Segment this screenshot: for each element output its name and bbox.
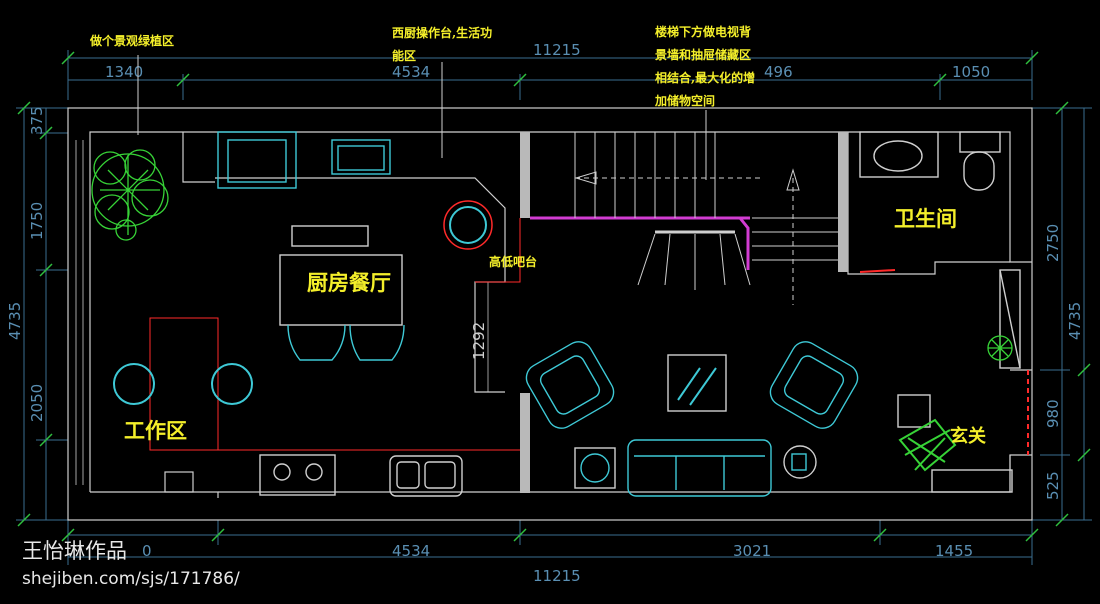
note-stair-3: 相结合,最大化的增 — [655, 70, 755, 85]
room-work-area: 工作区 — [124, 418, 187, 443]
dim-right-3: 525 — [1044, 471, 1062, 500]
dim-right-2: 980 — [1044, 399, 1062, 428]
annotation-leaders — [137, 55, 707, 180]
furniture — [113, 131, 1021, 497]
dim-top-total: 11215 — [533, 41, 581, 59]
entrance-decor-icon — [898, 418, 957, 472]
dimension-ticks — [17, 51, 1091, 542]
entrance-plant-icon — [987, 335, 1013, 361]
dim-top-2: 4534 — [392, 63, 430, 81]
plant-icon — [91, 149, 169, 241]
note-stair-2: 景墙和抽屉储藏区 — [655, 47, 751, 62]
room-bathroom: 卫生间 — [894, 206, 957, 231]
dim-bottom-2: 4534 — [392, 542, 430, 560]
wall-blocks — [520, 132, 848, 493]
note-green-planting: 做个景观绿植区 — [89, 33, 174, 48]
dim-bottom-3: 3021 — [733, 542, 771, 560]
dim-bottom-4: 1455 — [935, 542, 973, 560]
dim-left-total: 4735 — [6, 302, 24, 340]
note-bar: 高低吧台 — [489, 254, 537, 269]
room-entrance: 玄关 — [950, 425, 986, 447]
red-lines — [149, 218, 1029, 455]
dim-top-4: 1050 — [952, 63, 990, 81]
note-west-kitchen-2: 能区 — [392, 48, 416, 63]
note-stair-4: 加储物空间 — [654, 93, 715, 108]
watermark-author: 王怡琳作品 — [22, 539, 127, 563]
room-kitchen-dining: 厨房餐厅 — [307, 270, 391, 295]
dim-top-3: 496 — [764, 63, 793, 81]
dim-left-2: 1750 — [28, 202, 46, 240]
dimension-lines — [16, 50, 1092, 565]
dim-bottom-1: 0 — [142, 542, 152, 560]
dim-top-1: 1340 — [105, 63, 143, 81]
note-stair-1: 楼梯下方做电视背 — [655, 24, 751, 39]
dim-right-total: 4735 — [1066, 302, 1084, 340]
note-west-kitchen-1: 西厨操作台,生活功 — [392, 25, 492, 40]
dim-right-1: 2750 — [1044, 224, 1062, 262]
staircase — [530, 132, 838, 305]
watermark-url: shejiben.com/sjs/171786/ — [22, 569, 240, 589]
dim-left-1: 375 — [28, 106, 46, 135]
dim-left-3: 2050 — [28, 384, 46, 422]
dim-inner: 1292 — [470, 322, 488, 360]
dim-bottom-total: 11215 — [533, 567, 581, 585]
